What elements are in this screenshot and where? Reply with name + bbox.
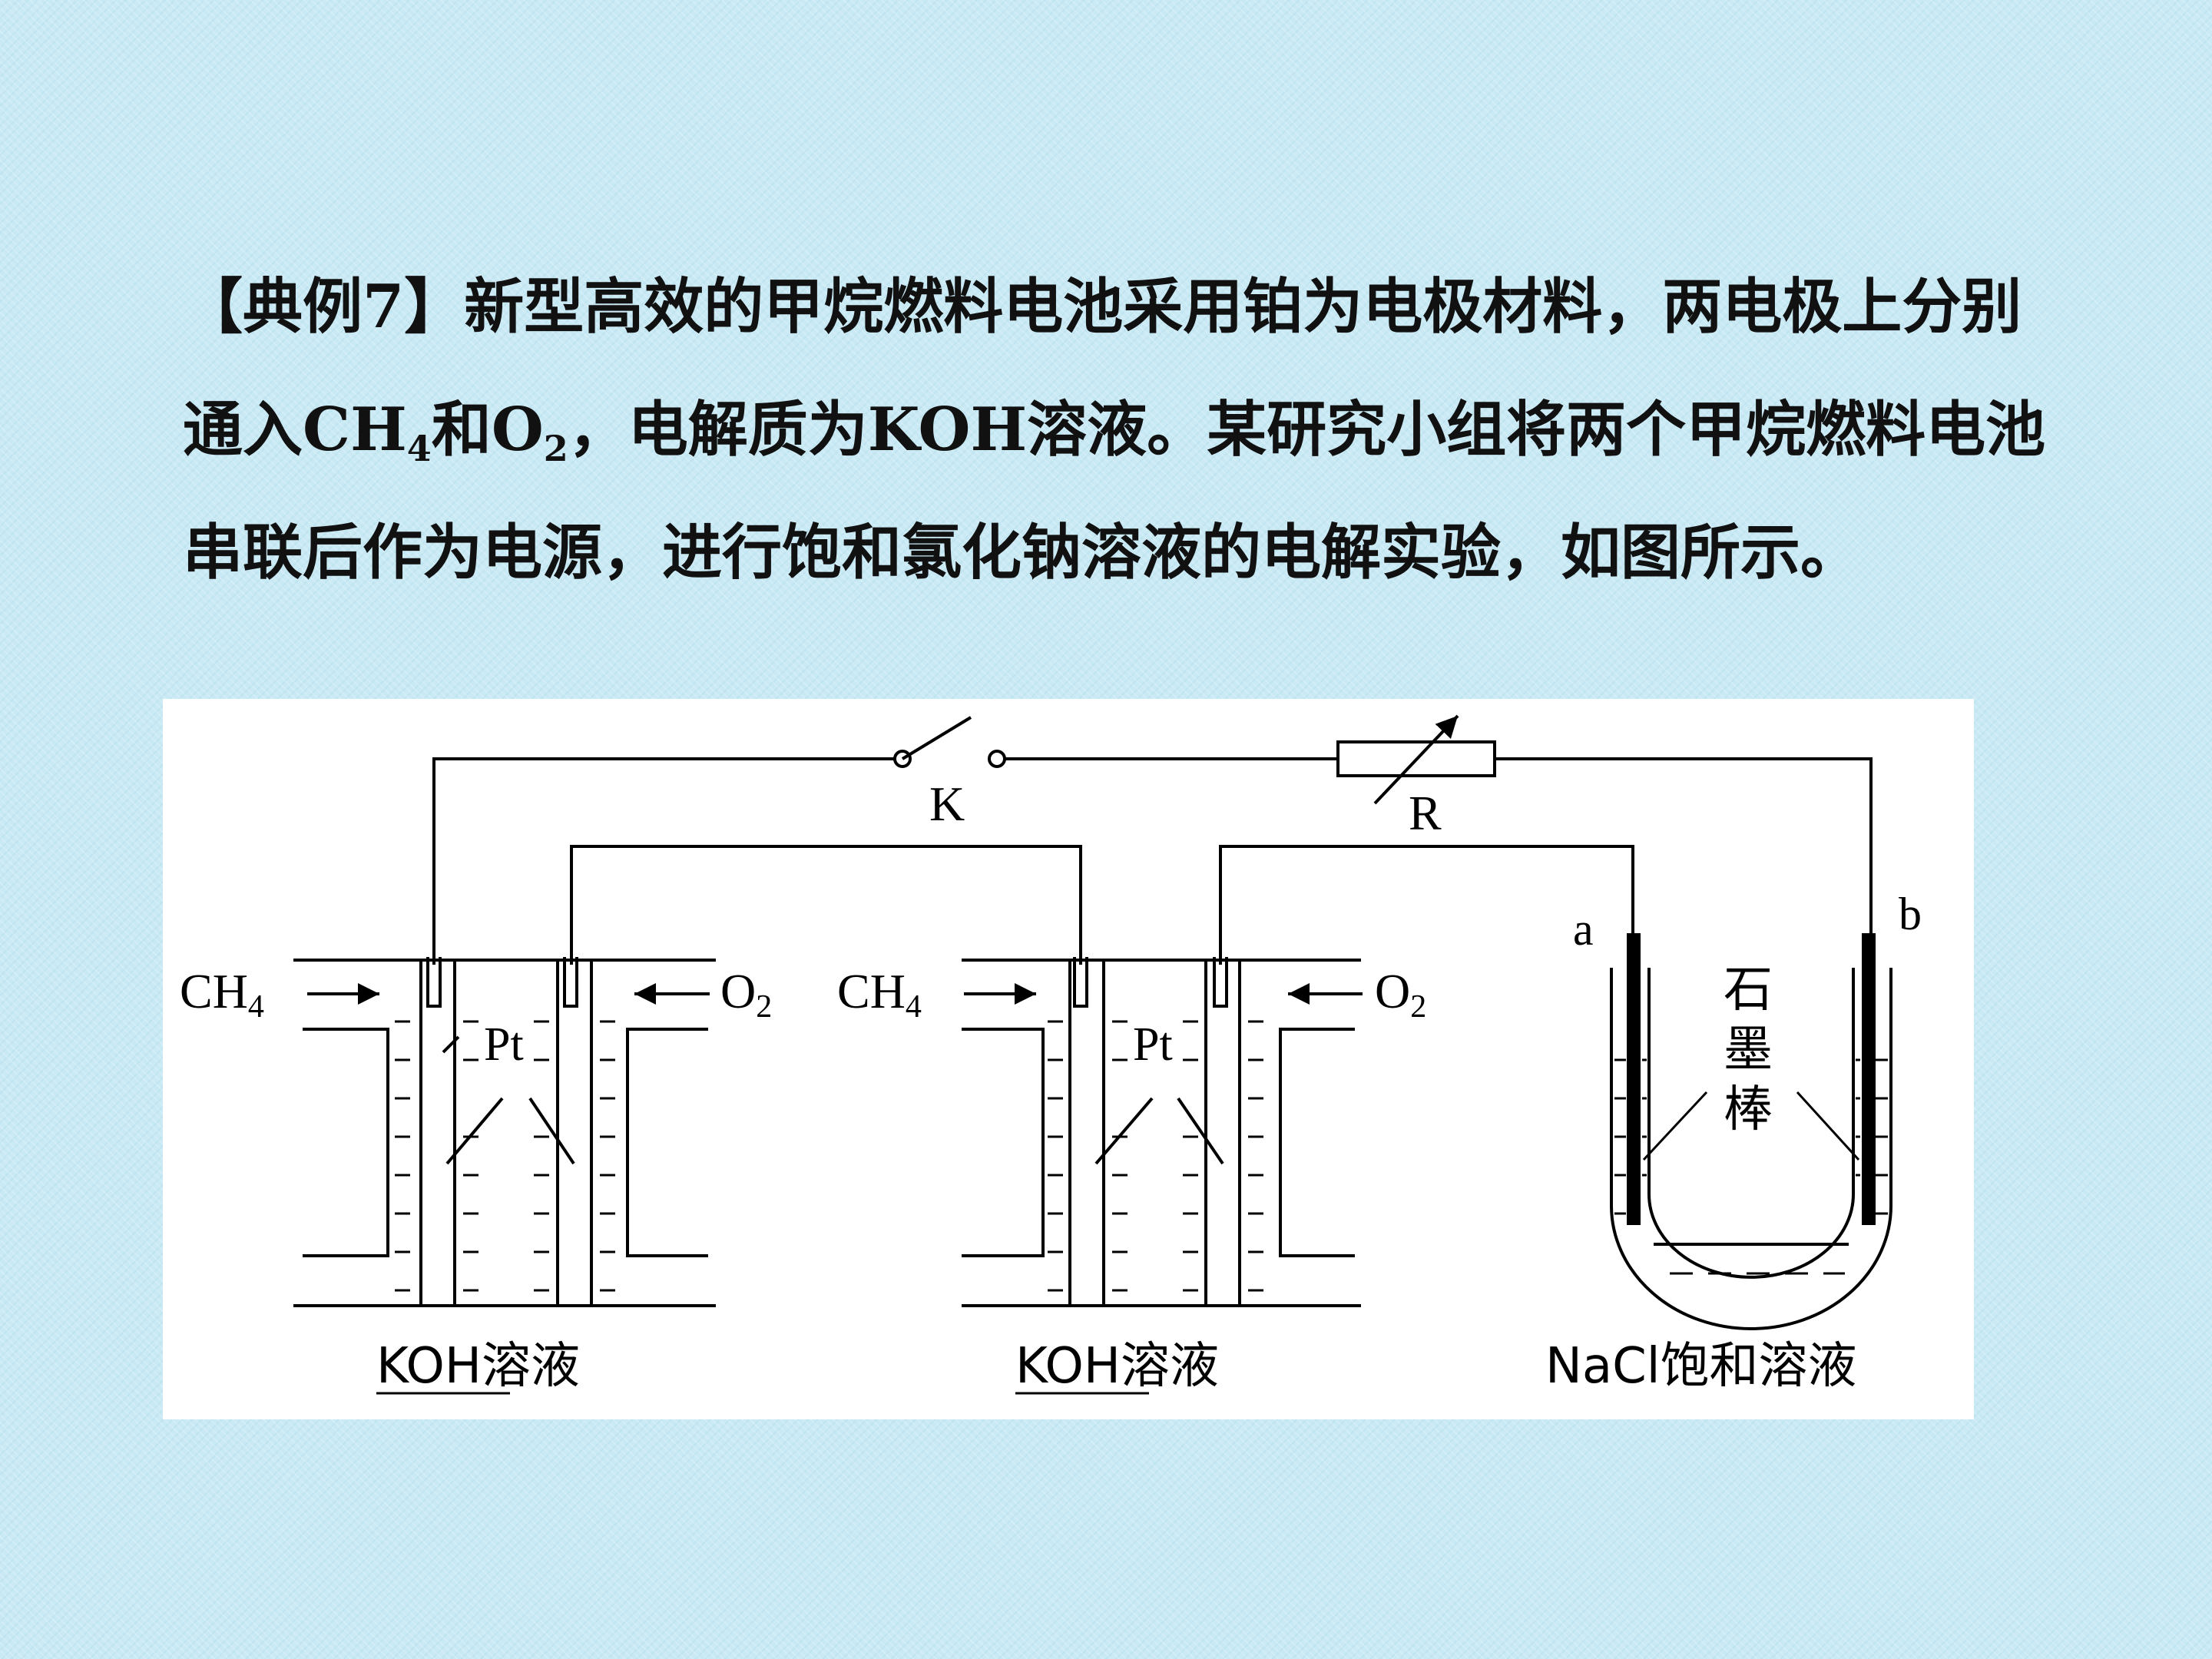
switch-label: K (929, 777, 965, 831)
wire-cell2-to-electrode-a (1219, 845, 1634, 965)
problem-rest: ，电解质为KOH溶液。某研究小组将两个甲烷燃料电池串联后作为电源，进行饱和氯化钠… (183, 395, 2046, 588)
rod-label-char-2: 墨 (1724, 1022, 1773, 1078)
cell1-electrode-label: Pt (484, 1018, 524, 1071)
wire-outer-left (432, 757, 900, 965)
fuel-cell-1 (293, 957, 716, 1307)
electrolyzer (1610, 968, 1892, 1330)
circuit-diagram: K R CH4 O2 Pt KOH溶液 CH4 O2 Pt KOH溶液 a b … (163, 699, 1974, 1419)
cell2-electrolyte-label: KOH溶液 (1015, 1338, 1219, 1395)
problem-text: 【典例7】新型高效的甲烷燃料电池采用铂为电极材料，两电极上分别通入CH4和O2，… (183, 246, 2057, 614)
cell1-electrolyte-label: KOH溶液 (376, 1338, 580, 1395)
u-tube-outer (1610, 968, 1892, 1330)
resistor-label: R (1409, 786, 1442, 840)
cell2-electrode-label: Pt (1133, 1018, 1173, 1071)
cell1-oxygen-label: O2 (720, 964, 772, 1025)
cell2-methane-label: CH4 (837, 964, 922, 1025)
u-tube-inner (1647, 968, 1855, 1279)
rod-label-char-1: 石 (1724, 962, 1773, 1018)
rod-pointer-left (1642, 1091, 1708, 1161)
graphite-electrode-a (1627, 933, 1641, 1225)
fuel-cell-2 (962, 957, 1363, 1307)
switch-contact-right (988, 750, 1006, 768)
rod-label-char-3: 棒 (1724, 1081, 1773, 1138)
methane-formula: CH4 (303, 395, 432, 469)
variable-resistor (1336, 740, 1496, 777)
switch-lever (901, 716, 972, 760)
conjunction: 和 (431, 395, 492, 465)
resistor-arrow (1373, 714, 1459, 805)
problem-intro: 新型高效的甲烷燃料电池采用铂为电极材料，两电极上分别通入 (183, 272, 2022, 465)
graphite-electrode-b (1862, 933, 1876, 1225)
rod-pointer-right (1796, 1091, 1860, 1161)
solution-label: NaCl饱和溶液 (1545, 1338, 1857, 1395)
example-tag: 【典例7】 (183, 272, 465, 342)
cell2-oxygen-label: O2 (1375, 964, 1426, 1025)
oxygen-formula: O2 (491, 395, 568, 469)
wire-outer-right (1495, 757, 1873, 933)
wire-cell1-to-cell2 (570, 845, 1082, 965)
electrode-b-label: b (1899, 889, 1922, 939)
cell1-methane-label: CH4 (180, 964, 264, 1025)
electrode-a-label: a (1573, 904, 1594, 955)
